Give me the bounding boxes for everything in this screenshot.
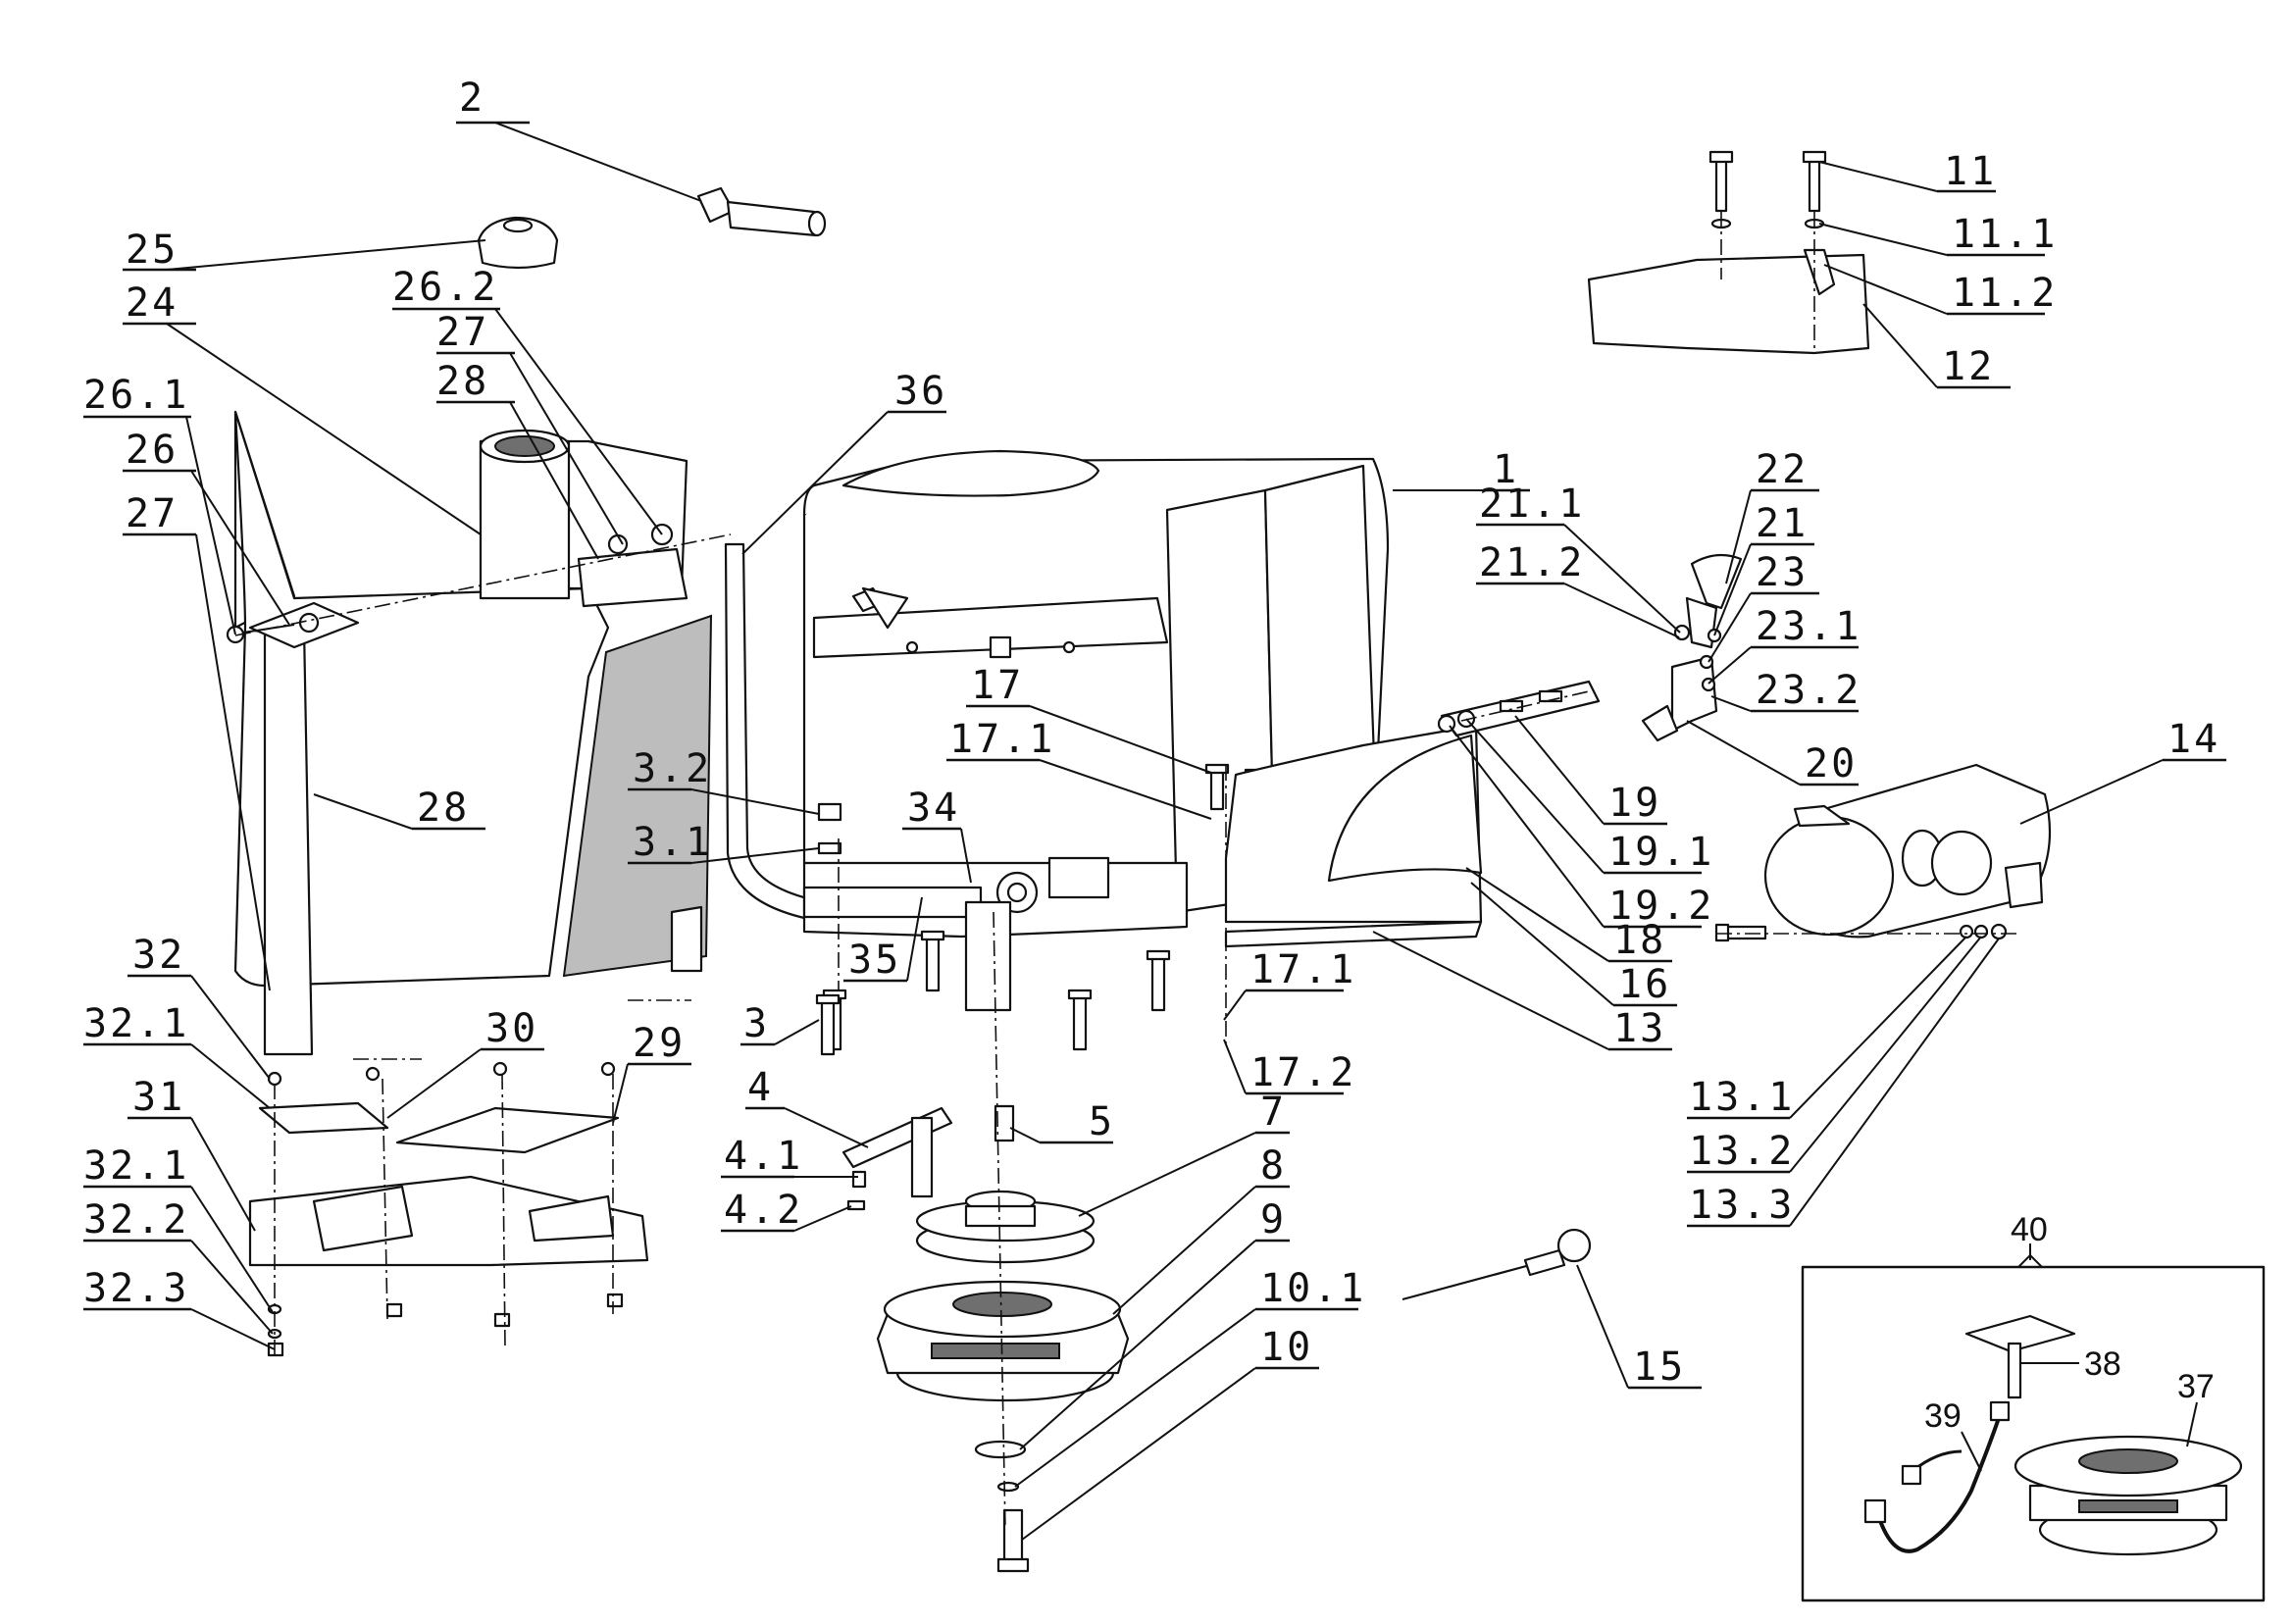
label-13-3: 13.3 xyxy=(1689,1183,1795,1228)
label-23-1: 23.1 xyxy=(1756,604,1861,649)
part-15-dipstick xyxy=(1402,1228,1592,1301)
label-28-top: 28 xyxy=(436,359,489,404)
label-24: 24 xyxy=(126,280,178,326)
part-12-heat-shield xyxy=(1587,150,1870,355)
label-32-1-mid: 32.1 xyxy=(83,1143,189,1189)
label-3-2: 3.2 xyxy=(633,746,712,791)
part-3-bolt xyxy=(815,993,841,1056)
part-2-filler-tube xyxy=(696,186,827,237)
label-32-3: 32.3 xyxy=(83,1266,189,1311)
center-lines xyxy=(234,211,2020,1531)
part-4-bracket xyxy=(841,1106,953,1211)
label-34: 34 xyxy=(907,786,960,831)
label-4: 4 xyxy=(747,1065,774,1110)
label-40: 40 xyxy=(2011,1211,2048,1248)
label-4-1: 4.1 xyxy=(724,1134,803,1179)
label-11: 11 xyxy=(1944,149,1997,194)
part-16-belt-guard xyxy=(1224,724,1483,948)
label-22: 22 xyxy=(1756,447,1809,492)
label-3: 3 xyxy=(743,1001,770,1046)
label-19: 19 xyxy=(1608,781,1661,826)
part-7-pulley xyxy=(915,1190,1096,1264)
leader-lines xyxy=(83,121,2226,1541)
label-23-2: 23.2 xyxy=(1756,668,1861,713)
label-27-top: 27 xyxy=(436,310,489,355)
label-10: 10 xyxy=(1260,1325,1313,1370)
label-32-1-top: 32.1 xyxy=(83,1001,189,1046)
part-24-fuel-tank xyxy=(233,410,713,988)
callout-labels: 2 25 24 26.2 27 28 26.1 26 27 36 1 11 11… xyxy=(83,76,2220,1435)
label-16: 16 xyxy=(1618,962,1671,1007)
label-11-2: 11.2 xyxy=(1952,271,2058,316)
label-20: 20 xyxy=(1805,741,1858,787)
label-19-1: 19.1 xyxy=(1608,830,1714,875)
label-27-left: 27 xyxy=(126,491,178,536)
label-4-2: 4.2 xyxy=(724,1188,803,1233)
label-14: 14 xyxy=(2167,717,2220,762)
label-13: 13 xyxy=(1613,1006,1666,1051)
part-31-mount-bracket xyxy=(248,1061,649,1357)
label-25: 25 xyxy=(126,228,178,273)
label-31: 31 xyxy=(132,1075,185,1120)
part-19-bracket xyxy=(1437,680,1601,737)
part-26-tank-bracket xyxy=(226,523,674,1056)
label-32-2: 32.2 xyxy=(83,1197,189,1243)
label-5: 5 xyxy=(1089,1099,1115,1144)
label-17-1-low: 17.1 xyxy=(1250,947,1356,992)
part-5-key xyxy=(994,1104,1015,1142)
label-17-1-top: 17.1 xyxy=(949,717,1055,762)
label-39: 39 xyxy=(1924,1397,1962,1435)
label-29: 29 xyxy=(633,1021,686,1066)
label-37: 37 xyxy=(2177,1368,2215,1405)
label-21-1: 21.1 xyxy=(1479,482,1585,527)
label-17: 17 xyxy=(971,663,1024,708)
part-14-muffler xyxy=(1763,763,2052,939)
label-23: 23 xyxy=(1756,550,1809,595)
label-26-1: 26.1 xyxy=(83,373,189,418)
label-17-2: 17.2 xyxy=(1250,1050,1356,1095)
label-9: 9 xyxy=(1260,1197,1287,1243)
label-36: 36 xyxy=(894,369,947,414)
label-13-1: 13.1 xyxy=(1689,1075,1795,1120)
label-3-1: 3.1 xyxy=(633,820,712,865)
part-40-inset-kit xyxy=(1801,1243,2266,1602)
label-26-2: 26.2 xyxy=(392,265,498,310)
label-19-2: 19.2 xyxy=(1608,884,1714,929)
label-7: 7 xyxy=(1260,1090,1287,1135)
label-10-1: 10.1 xyxy=(1260,1266,1366,1311)
part-10-bolt xyxy=(974,1440,1030,1573)
label-26: 26 xyxy=(126,428,178,473)
label-30: 30 xyxy=(485,1006,538,1051)
part-20-throttle-control xyxy=(1641,553,1743,742)
label-32: 32 xyxy=(132,933,185,978)
label-13-2: 13.2 xyxy=(1689,1129,1795,1174)
label-1: 1 xyxy=(1493,447,1519,492)
label-28-mid: 28 xyxy=(417,786,470,831)
label-8: 8 xyxy=(1260,1143,1287,1189)
label-15: 15 xyxy=(1633,1345,1686,1390)
label-35: 35 xyxy=(848,938,901,983)
label-18: 18 xyxy=(1613,918,1666,963)
label-12: 12 xyxy=(1942,344,1995,389)
part-25-fuel-cap xyxy=(477,216,559,270)
part-13-bolt xyxy=(1714,923,2008,942)
label-2: 2 xyxy=(459,76,485,121)
label-21-2: 21.2 xyxy=(1479,540,1585,585)
label-21: 21 xyxy=(1756,501,1809,546)
label-11-1: 11.1 xyxy=(1952,212,2058,257)
label-38: 38 xyxy=(2084,1345,2121,1383)
